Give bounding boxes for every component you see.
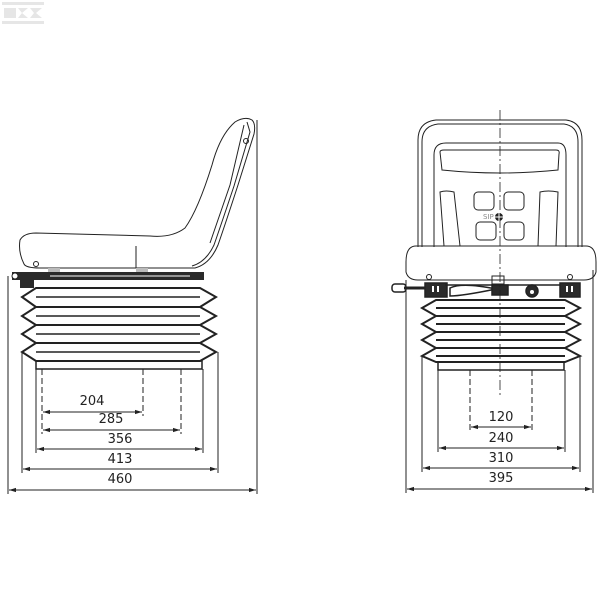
front-view-extension-lines bbox=[405, 270, 594, 493]
dimension-label-310: 310 bbox=[488, 451, 514, 466]
svg-text:SIP: SIP bbox=[483, 213, 494, 221]
front-view-logo-mark: SIP bbox=[483, 213, 503, 221]
side-view-extension-lines bbox=[7, 120, 258, 494]
front-view-dimension-arrows bbox=[407, 424, 592, 492]
side-view-mount-plate bbox=[11, 268, 204, 288]
dimension-label-356: 356 bbox=[107, 432, 133, 447]
dimension-label-460: 460 bbox=[107, 472, 133, 487]
side-view-seat bbox=[19, 117, 256, 269]
k-logo-icon bbox=[2, 2, 44, 24]
dimension-label-204: 204 bbox=[79, 394, 105, 409]
front-view-mechanism bbox=[391, 282, 581, 298]
dimension-label-395: 395 bbox=[488, 471, 514, 486]
dimension-label-120: 120 bbox=[488, 410, 514, 425]
dimension-label-240: 240 bbox=[488, 431, 514, 446]
side-view-bellows bbox=[20, 287, 219, 370]
front-view-seat bbox=[405, 119, 597, 285]
front-view-bellows bbox=[419, 299, 583, 371]
dimension-label-285: 285 bbox=[98, 412, 124, 427]
dimension-label-413: 413 bbox=[107, 452, 133, 467]
side-view-dimension-arrows bbox=[9, 409, 256, 493]
